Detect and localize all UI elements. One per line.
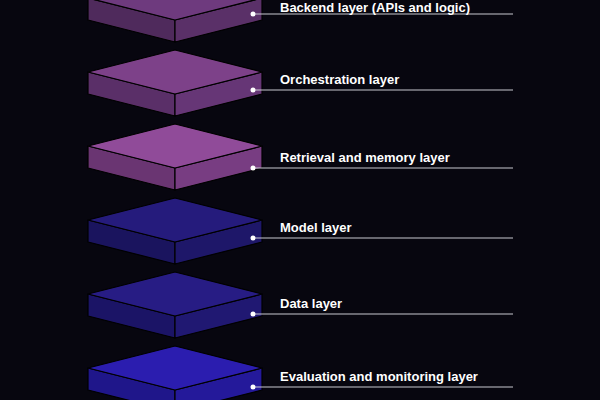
layer-label: Evaluation and monitoring layer bbox=[280, 369, 478, 384]
layer-slab bbox=[88, 346, 262, 400]
leader-line bbox=[253, 238, 513, 239]
leader-dot bbox=[251, 312, 256, 317]
layer-slab bbox=[88, 50, 262, 116]
layer-label: Data layer bbox=[280, 296, 342, 311]
slab-top-face bbox=[88, 124, 262, 168]
layer-label: Backend layer (APIs and logic) bbox=[280, 0, 470, 15]
leader-line bbox=[253, 314, 513, 315]
leader-line bbox=[253, 90, 513, 91]
layer-slab bbox=[88, 124, 262, 190]
leader-dot bbox=[251, 88, 256, 93]
leader-dots bbox=[251, 12, 256, 390]
layer-label: Model layer bbox=[280, 220, 352, 235]
leader-dot bbox=[251, 12, 256, 17]
leader-dot bbox=[251, 236, 256, 241]
leader-dot bbox=[251, 385, 256, 390]
slab-top-face bbox=[88, 50, 262, 94]
slab-top-face bbox=[88, 0, 262, 20]
layer-label: Orchestration layer bbox=[280, 72, 399, 87]
layer-slab bbox=[88, 272, 262, 338]
layer-slab bbox=[88, 198, 262, 264]
slab-top-face bbox=[88, 272, 262, 316]
slab-top-face bbox=[88, 346, 262, 390]
leader-line bbox=[253, 387, 513, 388]
leader-line bbox=[253, 168, 513, 169]
slab-top-face bbox=[88, 198, 262, 242]
leader-lines bbox=[253, 14, 513, 387]
leader-dot bbox=[251, 166, 256, 171]
layer-slab bbox=[88, 0, 262, 42]
layer-label: Retrieval and memory layer bbox=[280, 150, 450, 165]
